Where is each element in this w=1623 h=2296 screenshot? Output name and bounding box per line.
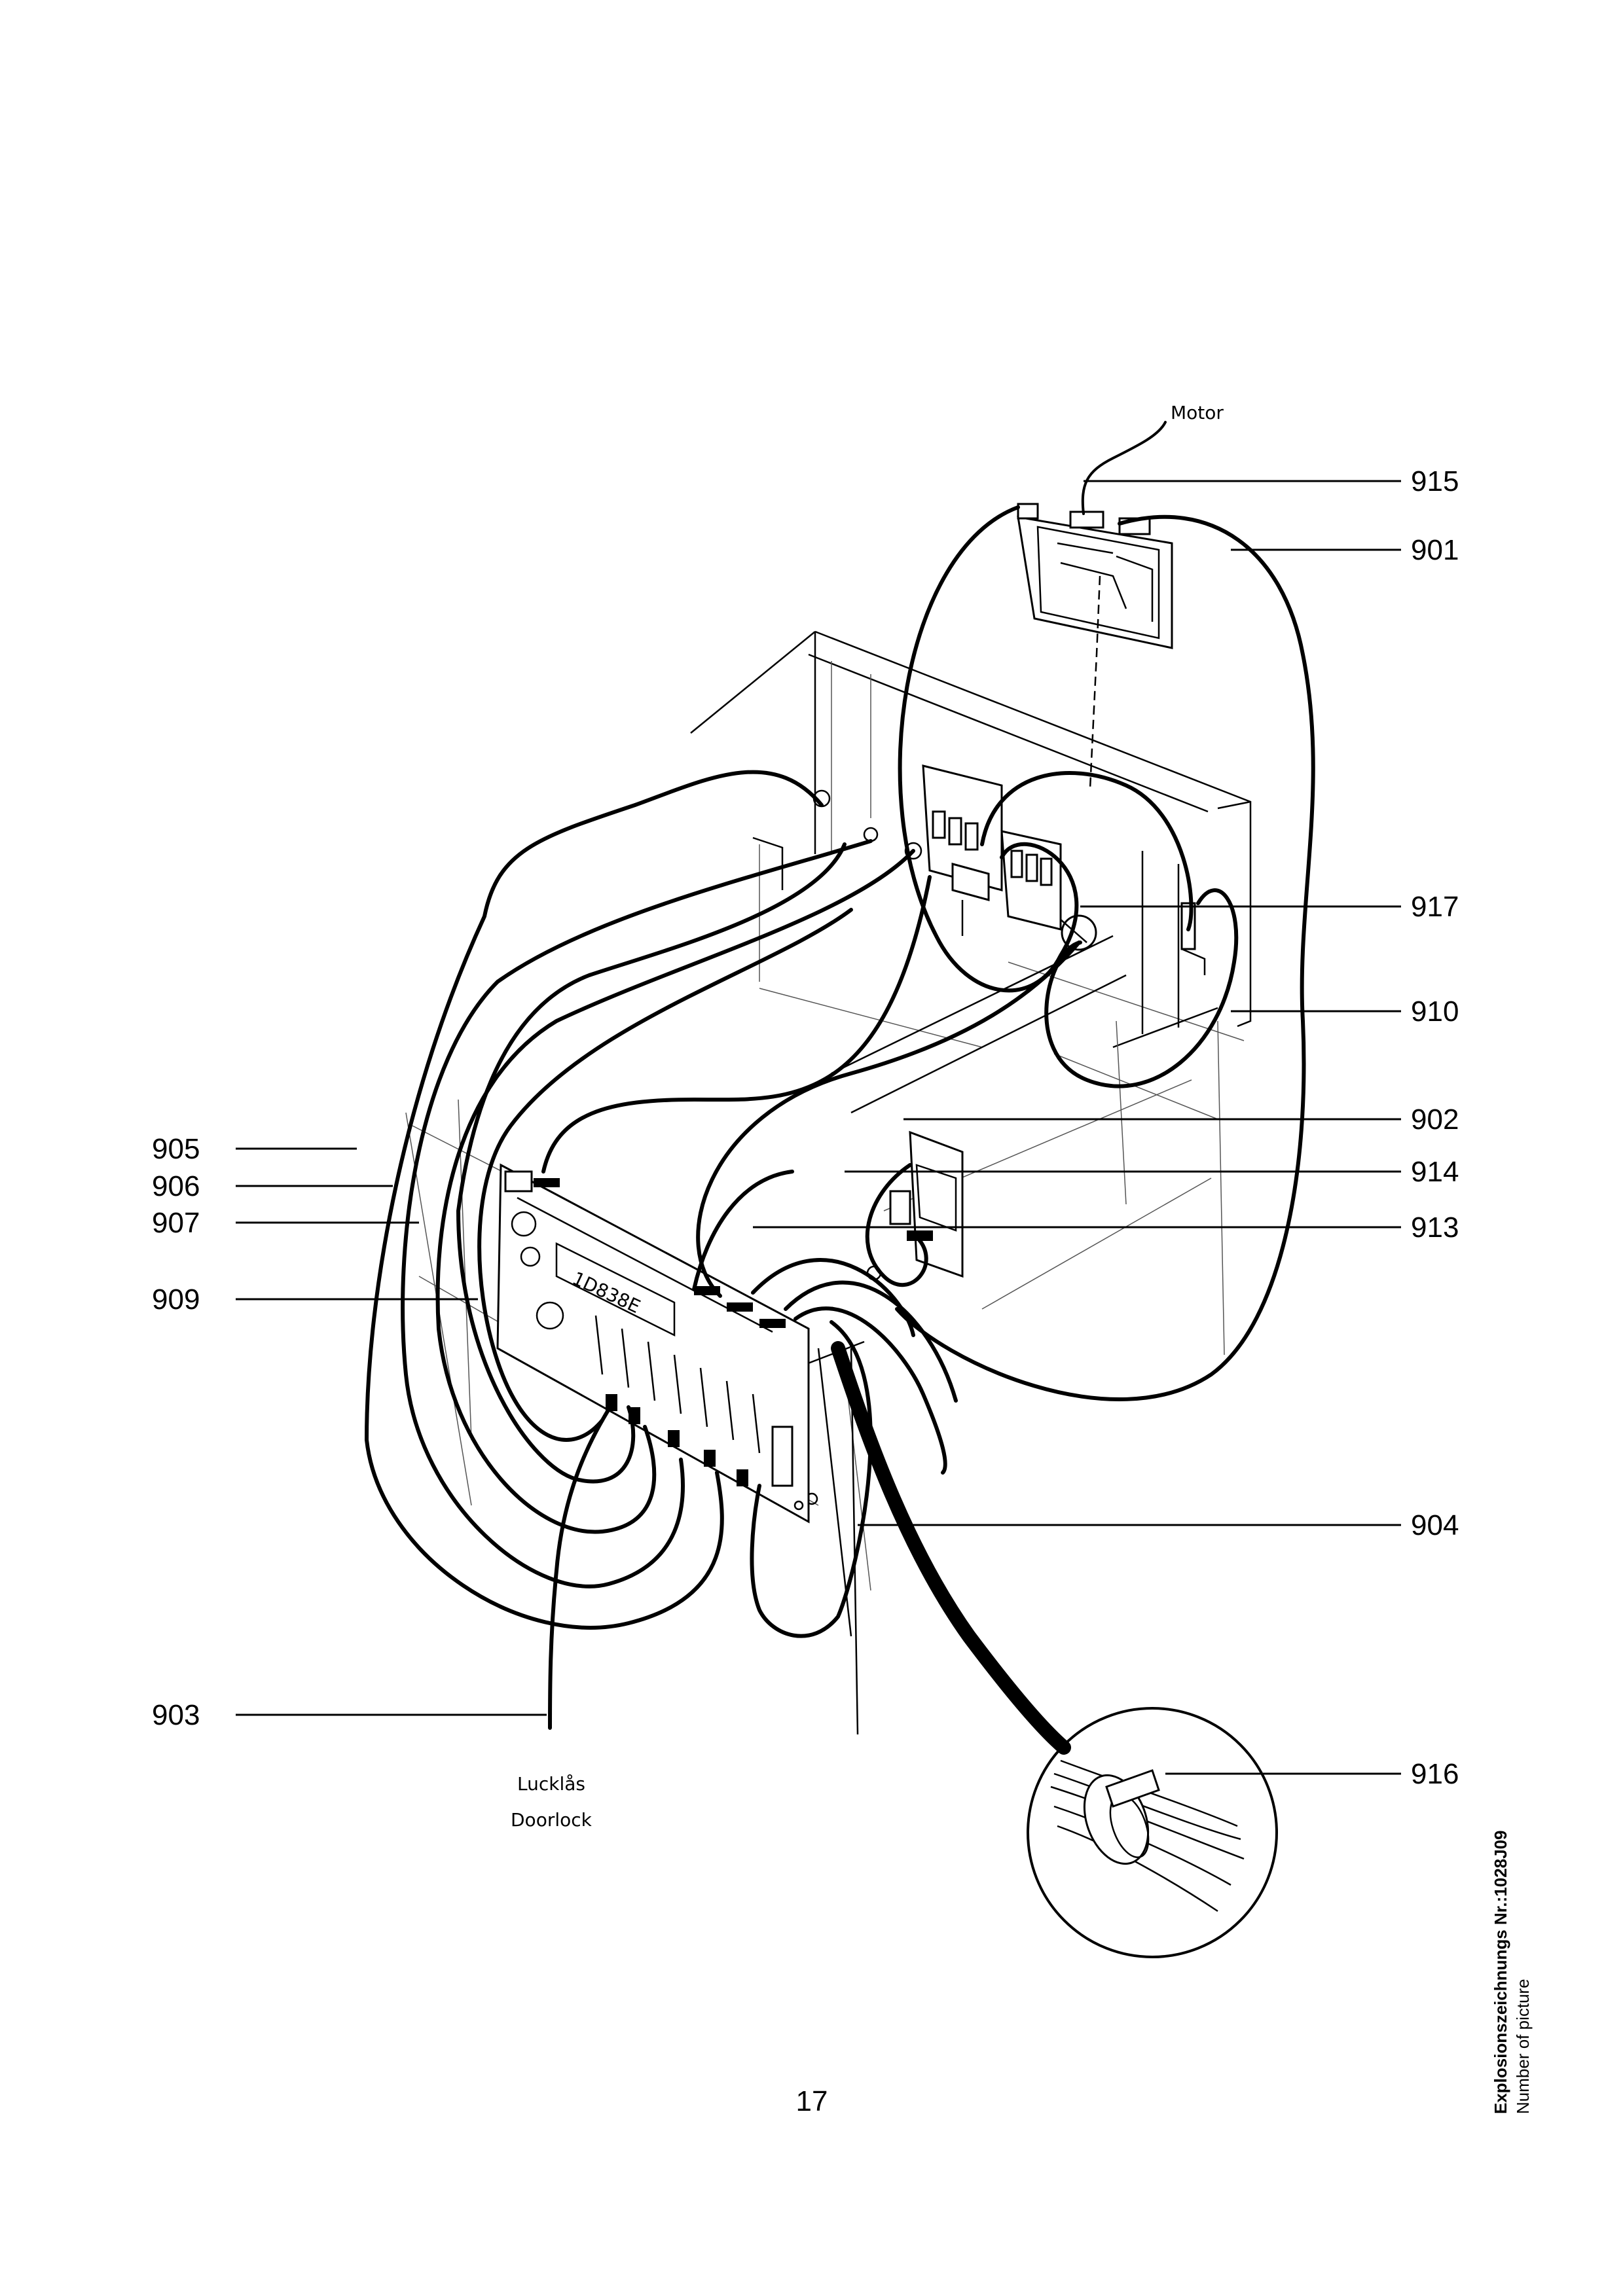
caption-subtitle: Number of picture: [1513, 1979, 1533, 2114]
callout-904: 904: [1411, 1509, 1459, 1541]
callout-915: 915: [1411, 465, 1459, 497]
leader-lines: [236, 480, 1401, 1775]
terminal-block: [922, 764, 1206, 975]
doorlock-label-en: Doorlock: [511, 1809, 593, 1831]
motor-board-dashed-link: [1089, 575, 1101, 789]
motor-control-board: [1017, 503, 1173, 649]
callout-913: 913: [1411, 1211, 1459, 1244]
picture-number-caption: Explosionszeichnungs Nr.:1028J09 Number …: [1489, 1748, 1561, 2115]
callout-917: 917: [1411, 891, 1459, 923]
callout-910: 910: [1411, 996, 1459, 1028]
callout-914: 914: [1411, 1156, 1459, 1188]
motor-wire: [1081, 421, 1167, 515]
wire-harness: [364, 505, 1315, 1755]
callout-916: 916: [1411, 1758, 1459, 1790]
callout-902: 902: [1411, 1103, 1459, 1136]
caption-drawing-number: Explosionszeichnungs Nr.:1028J09: [1491, 1830, 1510, 2115]
callout-907: 907: [152, 1207, 200, 1239]
callout-909: 909: [152, 1283, 200, 1316]
callout-901: 901: [1411, 534, 1459, 566]
doorlock-label-sv: Lucklås: [517, 1773, 585, 1795]
main-control-pcb: 1D838E: [496, 1163, 810, 1524]
callout-906: 906: [152, 1170, 200, 1202]
callout-905: 905: [152, 1133, 200, 1165]
motor-label: Motor: [1171, 402, 1224, 423]
mounting-bracket: [889, 1130, 964, 1278]
page-number: 17: [795, 2085, 828, 2117]
cable-clamp-detail: [1027, 1707, 1278, 1958]
callout-numbers: 915 901 917 910 902 914 913 904 916 905 …: [152, 465, 1459, 1790]
callout-903: 903: [152, 1699, 200, 1731]
